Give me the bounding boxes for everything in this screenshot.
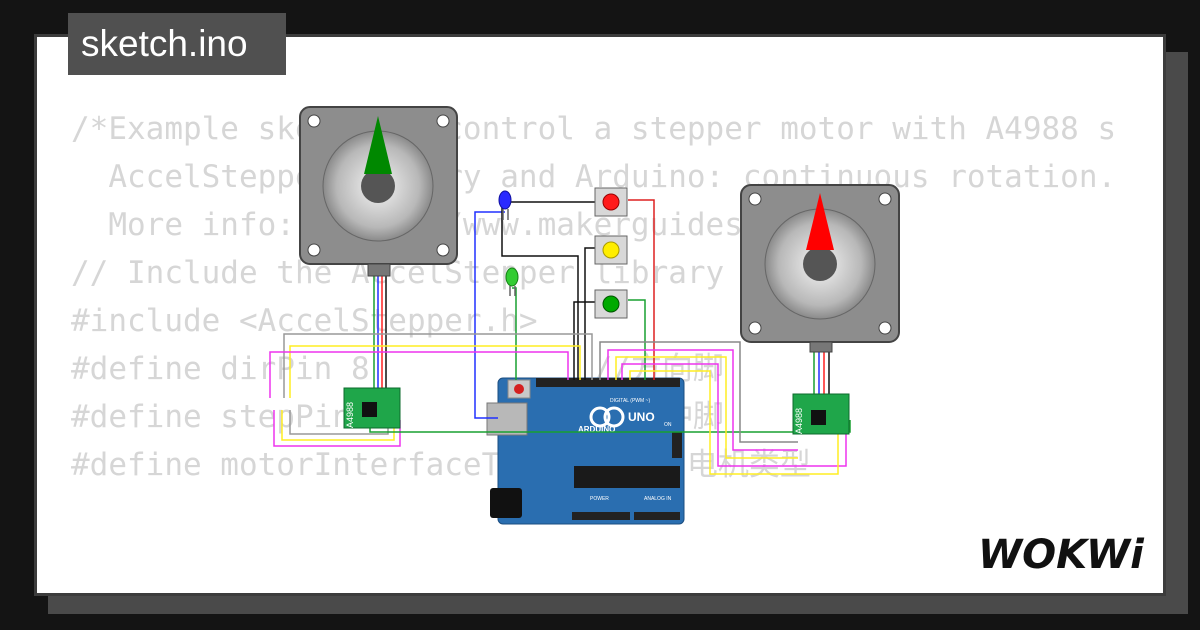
digital-header-label: DIGITAL (PWM ~)	[610, 398, 650, 404]
motor-pointer-right	[806, 193, 834, 250]
file-name: sketch.ino	[81, 23, 248, 64]
stepper-driver-right[interactable]: A4988	[792, 393, 850, 435]
power-header-label: POWER	[590, 496, 609, 502]
wokwi-logo-text: WOKWi	[978, 532, 1145, 578]
stepper-motor-left[interactable]	[299, 106, 458, 277]
driver-label-left: A4988	[345, 402, 355, 428]
push-button-yellow[interactable]	[594, 235, 628, 265]
led-green[interactable]	[505, 267, 519, 296]
on-led-label: ON	[664, 422, 672, 428]
wokwi-logo: WOKWi	[978, 532, 1145, 578]
motor-pointer-left	[364, 116, 392, 174]
board-model-text: UNO	[628, 410, 655, 424]
wires	[269, 199, 851, 475]
driver-label-right: A4988	[794, 408, 804, 434]
code-line: #include <AccelStepper.h>	[71, 303, 538, 339]
stepper-motor-right[interactable]	[740, 184, 900, 353]
led-blue[interactable]	[498, 190, 512, 220]
stepper-driver-left[interactable]: A4988	[343, 387, 401, 429]
file-name-tab: sketch.ino	[68, 13, 286, 75]
analog-header-label: ANALOG IN	[644, 496, 672, 502]
push-button-green[interactable]	[594, 289, 628, 319]
push-button-red[interactable]	[594, 187, 628, 217]
arduino-uno-board[interactable]: ARDUINO UNO DIGITAL (PWM ~) POWER ANALOG…	[486, 377, 685, 525]
board-brand-text: ARDUINO	[578, 425, 615, 434]
